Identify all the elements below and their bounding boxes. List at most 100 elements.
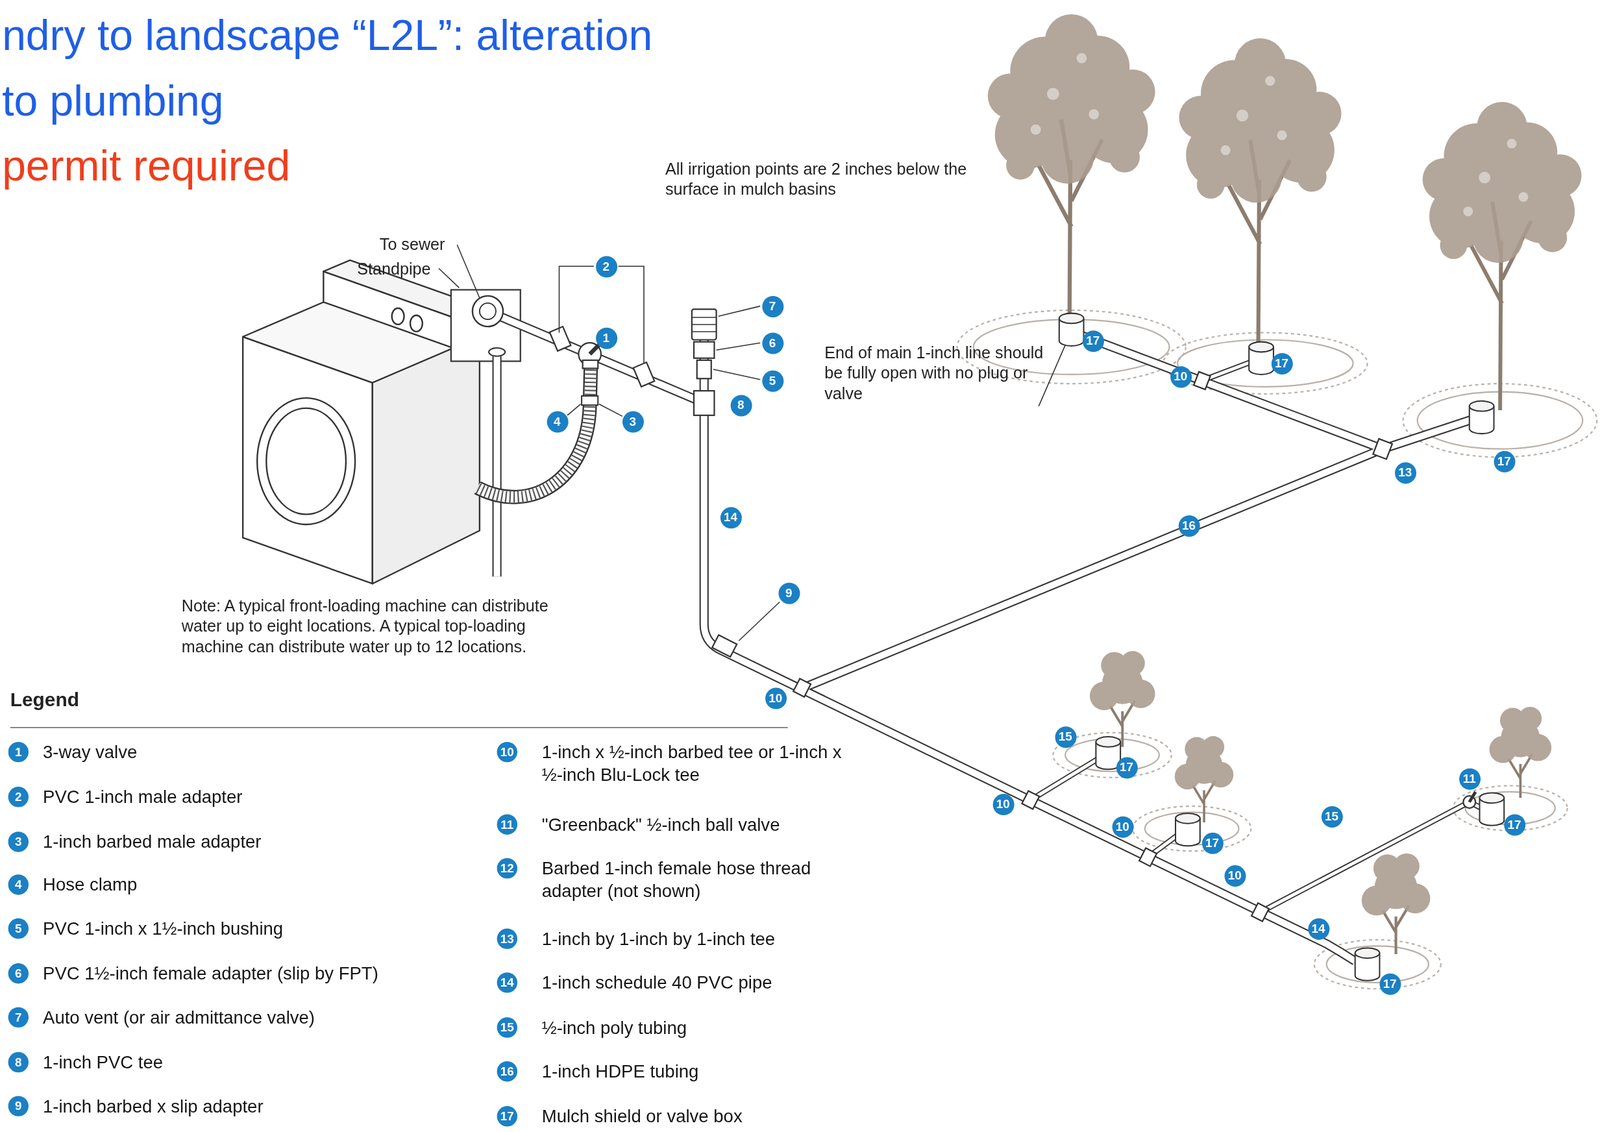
bracket [558,266,644,363]
leader-line [456,244,480,298]
callout-number: 10 [764,687,787,709]
shrub [1361,853,1431,955]
legend-text: PVC 1½-inch female adapter (slip by FPT) [42,961,379,985]
female-adapter [693,342,714,359]
callout-number: 16 [1178,514,1200,537]
callout-number: 10 [1111,815,1134,838]
leader-line [713,369,761,380]
poly-tubing [1030,361,1482,913]
male-adapter [633,362,655,387]
note-text: All irrigation points are 2 inches below… [665,159,992,200]
poly-outline [1030,361,1482,913]
legend-number: 7 [8,1007,29,1028]
note-text: Standpipe [356,258,431,280]
legend-number: 16 [497,1061,518,1082]
legend-rule [10,726,788,729]
callout-number: 7 [762,295,784,317]
hose-clamp [581,395,598,406]
callout-number: 17 [1082,330,1104,352]
legend-number: 8 [8,1052,29,1073]
mulch-basin [1132,806,1251,851]
valve-box [1175,813,1201,846]
shrub [1089,651,1156,748]
callout-number: 17 [1503,813,1525,836]
callout-number: 11 [1458,767,1480,790]
valve-box [1355,947,1380,981]
leader-line [716,342,761,350]
legend-number: 13 [497,928,518,949]
valve-box [1479,792,1505,825]
legend-number: 1 [8,741,29,763]
note-text: Note: A typical front-loading machine ca… [181,595,575,657]
mulch-basin [1163,332,1367,394]
legend-text: Hose clamp [42,873,137,897]
valve-box [1469,401,1495,434]
leader-line [738,602,780,642]
shrub [1489,706,1552,798]
callout-number: 5 [762,369,784,392]
legend-text: PVC 1-inch x 1½-inch bushing [42,917,284,940]
barbed-tee [1193,371,1210,390]
tree [1422,101,1582,411]
leader-line [438,268,459,288]
tree [1178,38,1342,354]
legend-number: 2 [8,786,29,807]
legend-number: 3 [8,831,29,852]
legend-number: 11 [497,814,518,835]
callout-number: 15 [1054,726,1077,748]
legend-text: PVC 1-inch male adapter [42,785,243,809]
callout-number: 17 [1270,352,1293,374]
callout-number: 3 [621,410,644,433]
callout-number: 17 [1379,972,1401,995]
pipe [487,310,1476,961]
legend-text: 3-way valve [42,740,137,764]
leader-line [718,306,761,317]
legend-number: 10 [497,741,518,763]
callout-number: 2 [595,255,617,278]
legend-text: Mulch shield or valve box [541,1105,864,1129]
valve-box [1059,313,1084,346]
drain-fitting [472,295,504,327]
callout-number: 17 [1201,832,1223,854]
auto-vent-ribs [691,317,717,332]
leader-lines [438,244,1066,641]
legend-number: 14 [497,972,518,993]
legend-number: 5 [8,918,29,939]
tee [1372,438,1393,459]
legend-text: 1-inch by 1-inch by 1-inch tee [541,927,864,951]
legend-text: 1-inch schedule 40 PVC pipe [541,971,864,995]
callout-number: 10 [1169,366,1192,388]
pvc-tee [693,390,714,416]
callout-number: 14 [1307,917,1330,940]
legend-text: Barbed 1-inch female hose thread adapter… [541,857,864,903]
barbed-adapter [582,360,599,369]
note-text: To sewer [379,234,446,256]
legend-number: 9 [8,1095,29,1116]
knob [410,315,423,332]
knob [392,308,405,325]
valve-box [1248,342,1274,375]
callout-number: 8 [730,394,752,417]
legend-text: 1-inch barbed male adapter [42,830,261,854]
legend-number: 12 [497,858,518,879]
callout-number: 17 [1115,756,1138,779]
callout-number: 14 [719,506,742,529]
barbed-tee [793,678,811,697]
legend-text: Auto vent (or air admittance valve) [42,1006,315,1029]
note-text: End of main 1-inch line should be fully … [824,342,1044,404]
bushing [697,360,712,379]
barbed-tee [1139,847,1157,866]
legend-text: 1-inch PVC tee [42,1050,163,1074]
tree [987,14,1156,339]
callout-number: 15 [1320,805,1343,827]
callout-number: 1 [595,327,617,349]
pipe-outline [487,310,1476,961]
hose-ribs [477,365,591,498]
callout-number: 6 [762,332,784,354]
legend-number: 15 [497,1017,518,1038]
legend-text: "Greenback" ½-inch ball valve [541,813,864,837]
leader-line [567,404,581,416]
legend-text: ½-inch poly tubing [541,1016,864,1040]
legend-number: 4 [8,874,29,895]
washing-machine [242,260,480,584]
